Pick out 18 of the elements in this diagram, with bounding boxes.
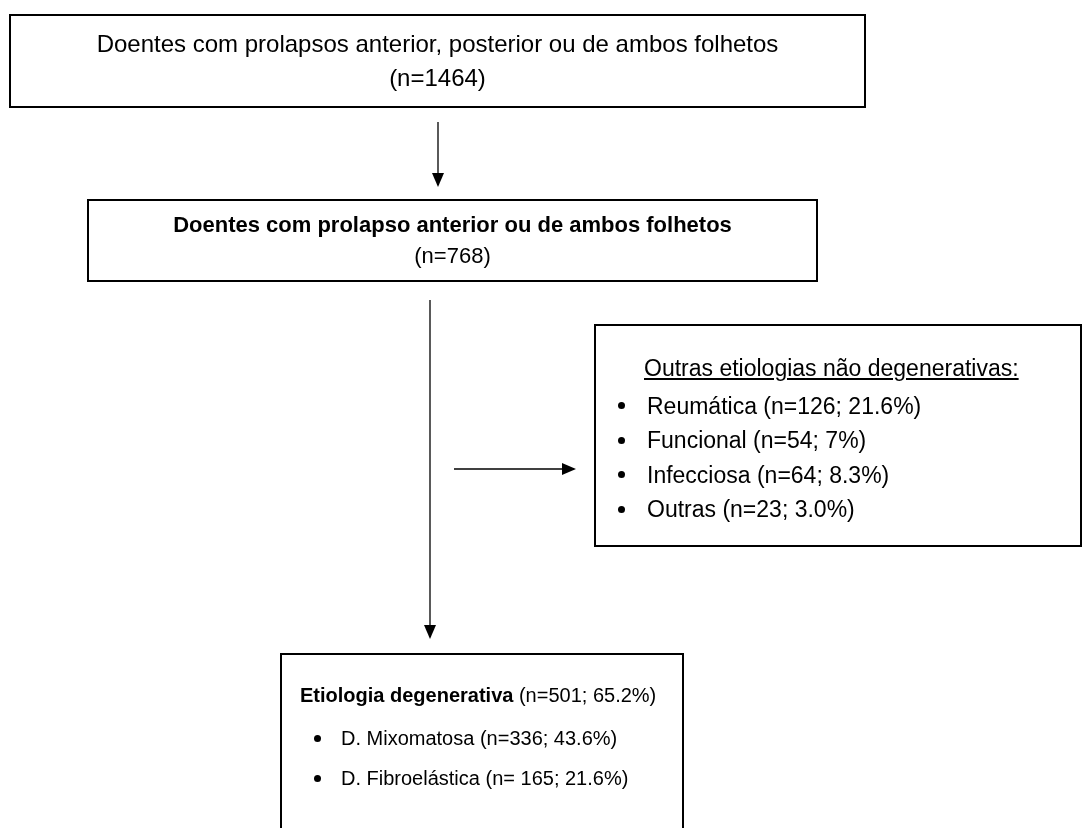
box-heading: Etiologia degenerativa (n=501; 65.2%) [300,683,657,708]
process-box [87,199,818,282]
box-heading: Doentes com prolapso anterior ou de ambos folhetos [173,210,732,239]
list-item: Infecciosa (n=64; 8.3%) [647,460,890,490]
box-text: (n=768) [414,241,491,270]
list-item: D. Mixomatosa (n=336; 43.6%) [341,726,618,751]
box-text: Doentes com prolapsos anterior, posterior ou de ambos folhetos (n=1464) [95,29,780,93]
list-item: Outras (n=23; 3.0%) [647,495,855,525]
arrow [432,121,444,187]
process-box [280,653,684,828]
list-item: D. Fibroelástica (n= 165; 21.6%) [341,766,629,791]
process-box [594,324,1082,547]
list-item: Reumática (n=126; 21.6%) [647,391,922,421]
arrow [424,299,436,639]
list-item: Funcional (n=54; 7%) [647,426,867,456]
process-box [9,14,866,108]
arrow [453,463,576,475]
box-heading: Outras etiologias não degenerativas: [644,354,1019,384]
